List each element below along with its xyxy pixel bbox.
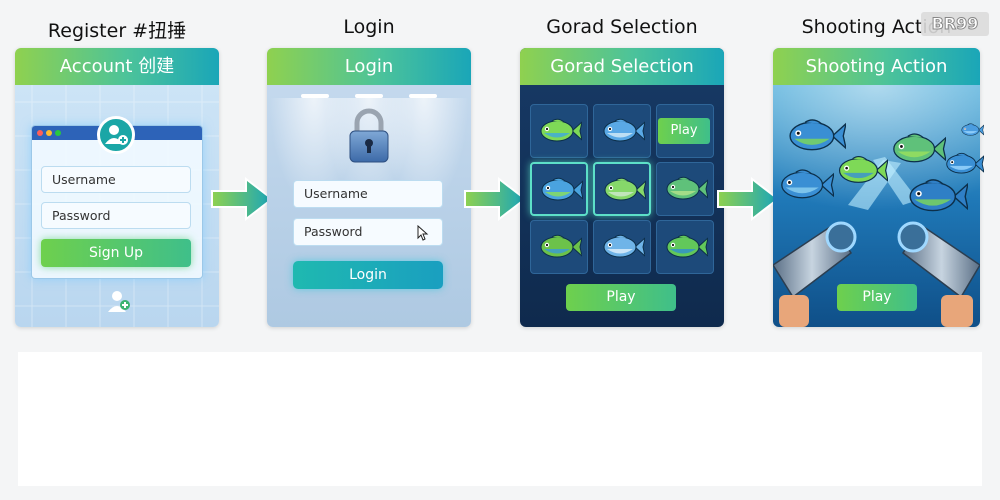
- fish-cell[interactable]: [593, 162, 651, 216]
- fish-icon: [664, 234, 709, 264]
- login-username-field[interactable]: Username: [293, 180, 443, 208]
- step-title-selection: Gorad Selection: [546, 16, 698, 38]
- user-add-icon: [106, 288, 132, 318]
- fish-icon: [836, 155, 889, 190]
- fish-icon: [538, 118, 583, 148]
- step-title-register: Register #扭捶: [47, 20, 187, 42]
- fish-icon: [664, 176, 709, 206]
- login-button[interactable]: Login: [293, 261, 443, 289]
- ceiling-light: [355, 94, 383, 98]
- login-card-header: Login: [267, 48, 471, 85]
- arrow-right-icon: [211, 177, 274, 221]
- add-user-icon: [97, 116, 135, 154]
- fish-icon: [906, 178, 970, 219]
- shooting-play-button[interactable]: Play: [837, 284, 917, 311]
- fish-cell[interactable]: [530, 220, 588, 274]
- arrow-right-icon: [717, 177, 780, 221]
- shooting-card-header: Shooting Action: [773, 48, 980, 85]
- fish-cell[interactable]: [656, 220, 714, 274]
- fish-cell[interactable]: [656, 162, 714, 216]
- fish-cell[interactable]: [530, 104, 588, 158]
- browser-dot-yellow: [46, 130, 52, 136]
- fish-icon: [786, 118, 848, 158]
- fish-icon: [944, 152, 985, 180]
- ceiling-light: [409, 94, 437, 98]
- blank-panel: [18, 352, 982, 486]
- register-card-header: Account 创建: [15, 48, 219, 85]
- browser-dot-green: [55, 130, 61, 136]
- fish-cell[interactable]: [530, 162, 588, 216]
- fish-cell[interactable]: [593, 104, 651, 158]
- add-user-icon-glyph: [105, 125, 128, 145]
- sign-up-button[interactable]: Sign Up: [41, 239, 191, 267]
- step-title-login: Login: [343, 16, 395, 38]
- fish-icon: [601, 234, 646, 264]
- step-title-shooting: Shooting Action: [801, 16, 952, 38]
- register-password-field[interactable]: Password: [41, 202, 191, 229]
- browser-dot-red: [37, 130, 43, 136]
- fish-cell[interactable]: [593, 220, 651, 274]
- fish-icon: [890, 132, 948, 170]
- fish-icon: [602, 177, 647, 207]
- fish-icon: [601, 118, 646, 148]
- padlock-icon: [349, 108, 389, 163]
- arrow-right-icon: [464, 177, 527, 221]
- water-gun-icon: [773, 221, 857, 327]
- fish-icon: [960, 122, 985, 141]
- fish-icon: [538, 234, 583, 264]
- selection-card-header: Gorad Selection: [520, 48, 724, 85]
- cell-play-button[interactable]: Play: [658, 118, 710, 144]
- fish-icon: [539, 177, 584, 207]
- brand-watermark: BR99: [921, 12, 989, 36]
- cursor-icon: [417, 225, 429, 241]
- fish-icon: [778, 168, 836, 206]
- register-username-field[interactable]: Username: [41, 166, 191, 193]
- water-gun-icon: [897, 221, 980, 327]
- selection-play-button[interactable]: Play: [566, 284, 676, 311]
- ceiling-light: [301, 94, 329, 98]
